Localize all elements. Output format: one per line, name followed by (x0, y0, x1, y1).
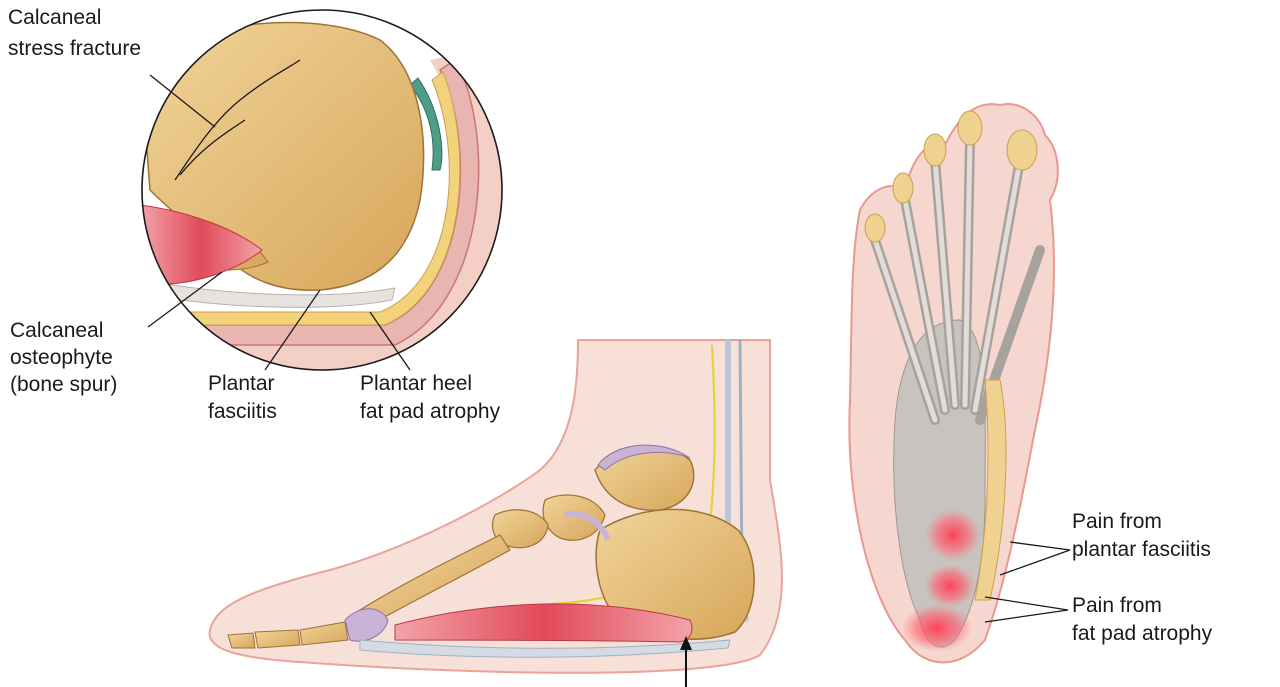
label-line: (bone spur) (10, 373, 117, 396)
heel-closeup-inset (140, 10, 520, 380)
label-line: fat pad atrophy (1072, 622, 1213, 645)
label-pain-from-plantar-fasciitis: Pain from plantar fasciitis (1072, 510, 1211, 561)
label-line: osteophyte (10, 346, 113, 369)
label-calcaneal-stress-fracture: Calcaneal stress fracture (8, 6, 141, 60)
label-calcaneal-osteophyte: Calcaneal osteophyte (bone spur) (10, 319, 117, 396)
label-pain-from-fat-pad-atrophy: Pain from fat pad atrophy (1072, 594, 1213, 645)
label-line: fat pad atrophy (360, 400, 501, 423)
foot-plantar-view (849, 104, 1057, 662)
label-line: Plantar (208, 372, 275, 395)
label-line: Calcaneal (8, 6, 101, 29)
label-line: Pain from (1072, 510, 1162, 533)
label-line: plantar fasciitis (1072, 538, 1211, 561)
label-line: fasciitis (208, 400, 277, 423)
label-plantar-heel-fat-pad-atrophy: Plantar heel fat pad atrophy (360, 372, 501, 423)
foot-side-view (210, 340, 782, 687)
label-line: Pain from (1072, 594, 1162, 617)
label-plantar-fasciitis: Plantar fasciitis (208, 372, 277, 423)
label-line: Plantar heel (360, 372, 472, 395)
label-line: Calcaneal (10, 319, 103, 342)
label-line: stress fracture (8, 37, 141, 60)
